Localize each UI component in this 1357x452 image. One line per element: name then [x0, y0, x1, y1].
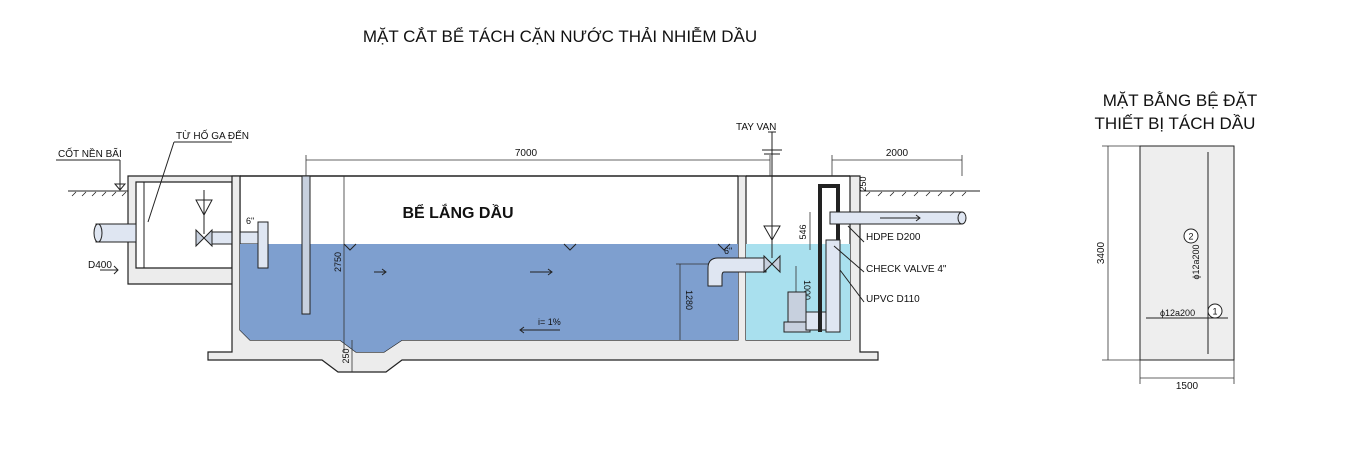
outlet-size-label: 6": [724, 246, 732, 256]
outlet-height-dim: 546: [798, 224, 808, 239]
dimension-top-offset: 250: [858, 176, 868, 191]
hdpe-label: HDPE D200: [866, 232, 921, 243]
dimension-bottom-offset: 250: [341, 340, 353, 372]
rebar-2-label: ϕ12a200: [1191, 244, 1201, 279]
plan-height-dim: 3400: [1096, 241, 1107, 264]
valve-handle: TAY VAN: [736, 122, 782, 258]
dimension-outlet-height: 546: [798, 212, 811, 250]
dimension-pump-height: 1280: [676, 263, 712, 340]
equipment-base-plan: ϕ12a200 ϕ12a200 2 1 3400 1500: [1096, 145, 1235, 392]
tank-section: CỐT NỀN BÃI TỪ HỐ GA ĐẾN D400: [56, 122, 980, 373]
ground-level-label: CỐT NỀN BÃI: [58, 146, 122, 160]
right-labels: HDPE D200 CHECK VALVE 4" UPVC D110: [833, 225, 947, 305]
top-offset-dim: 250: [858, 176, 868, 191]
dimension-right-width: 2000: [831, 148, 963, 176]
depth-dim: 2750: [333, 252, 343, 272]
check-valve-label: CHECK VALVE 4": [866, 264, 947, 275]
flow-arrows: i= 1%: [374, 268, 561, 334]
riser-pipes: [818, 184, 841, 333]
upvc-label: UPVC D110: [866, 294, 920, 305]
pump-height-dim: 1280: [684, 290, 694, 310]
water-level-markers: [343, 243, 731, 251]
settling-tank-label: BỂ LẮNG DẦU: [402, 203, 513, 222]
baffle-wall: [301, 175, 311, 315]
inlet-pipe: D400: [88, 223, 137, 275]
marker-1: 1: [1212, 307, 1217, 317]
main-tank: [207, 175, 879, 373]
ground-left: [68, 190, 136, 197]
valve-handle-label: TAY VAN: [736, 122, 776, 133]
inlet-size-label: 6": [246, 216, 254, 226]
from-manhole-label: TỪ HỐ GA ĐẾN: [176, 128, 249, 142]
plan-width-dim: 1500: [1176, 381, 1199, 392]
inlet-chamber: TỪ HỐ GA ĐẾN: [127, 128, 249, 285]
submersible-pump: [783, 291, 829, 333]
dimension-depth: 2750: [333, 176, 345, 352]
bottom-offset-dim: 250: [341, 348, 351, 363]
plan-title-line1: MẶT BẰNG BỆ ĐẶT: [1103, 91, 1258, 110]
right-width-dim: 2000: [886, 148, 909, 159]
marker-2: 2: [1188, 232, 1193, 242]
hdpe-outlet-pipe: [829, 211, 967, 225]
slope-label: i= 1%: [538, 317, 561, 327]
length-dim: 7000: [515, 148, 538, 159]
section-title: MẶT CẮT BỂ TÁCH CẶN NƯỚC THẢI NHIỄM DẦU: [363, 27, 757, 46]
dimension-length: 7000: [305, 148, 771, 176]
inlet-pipe-label: D400: [88, 260, 112, 271]
outlet-elbow-pipe: 6": [707, 246, 781, 287]
base-slab: [1139, 145, 1235, 361]
plan-title-line2: THIẾT BỊ TÁCH DẦU: [1095, 114, 1256, 133]
pump-level-dim: 1000: [802, 280, 812, 300]
marker-1-circle: [1207, 303, 1223, 319]
ground-level-marker: CỐT NỀN BÃI: [56, 146, 127, 191]
marker-2-circle: [1183, 228, 1199, 244]
rebar-1-label: ϕ12a200: [1160, 308, 1195, 318]
inlet-distribution-pipe: 6": [246, 216, 269, 269]
ground-right: [860, 190, 980, 197]
